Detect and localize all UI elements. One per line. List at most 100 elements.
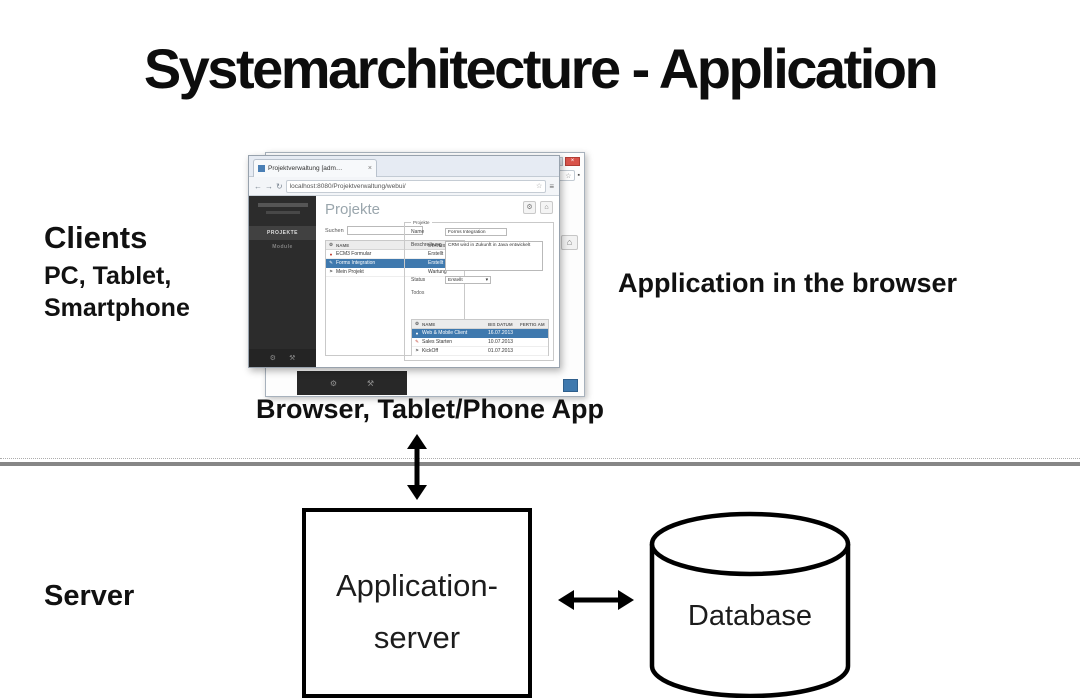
clients-devices-line1: PC, Tablet,	[44, 262, 172, 290]
browser-tablet-phone-label: Browser, Tablet/Phone App	[255, 394, 605, 424]
database-cylinder	[649, 511, 851, 698]
description-field[interactable]: CRM wird in Zukunft in Java entwickelt	[445, 241, 543, 271]
projekte-app: PROJEKTE Module ⚙ ⚒ Projekte ⚙ ⌂ Suchen	[249, 196, 559, 367]
pencil-icon: ✎	[329, 260, 333, 265]
cell-name: Sales Starten	[422, 339, 453, 345]
forward-icon[interactable]: →	[265, 181, 273, 191]
tab-strip: Projektverwaltung [adm… ×	[249, 156, 559, 177]
chevron-down-icon: ▾	[485, 277, 488, 283]
search-input[interactable]	[346, 226, 423, 235]
dot-icon: ●	[415, 330, 419, 336]
name-label: Name	[411, 229, 425, 235]
projects-table: ⚙ NAME STATUS ● ECM3 Formular Erstellt ✎…	[325, 240, 465, 356]
cell-name: Web & Mobile Client	[422, 330, 468, 336]
front-browser-window: Projektverwaltung [adm… × ← → ↻ localhos…	[248, 155, 560, 368]
address-input[interactable]: localhost:8080/Projektverwaltung/webui/ …	[285, 179, 547, 193]
vertical-double-arrow	[407, 434, 427, 500]
pencil-icon: ✎	[415, 339, 419, 344]
home-button[interactable]: ⌂	[540, 201, 553, 214]
column-bis-datum[interactable]: BIS DATUM	[488, 321, 513, 327]
cell-date: 16.07.2013	[488, 330, 514, 336]
clients-devices-line2: Smartphone	[44, 294, 190, 322]
browser-screenshot: — ▢ × ☆ ▪ ⌂ ⚙ ⚒ Projektverwaltu	[248, 152, 585, 398]
scrollbar-thumb[interactable]	[563, 379, 578, 392]
gear-icon[interactable]: ⚙	[414, 321, 420, 326]
sidebar-logo-placeholder	[265, 211, 300, 214]
status-label: Status	[411, 277, 426, 283]
cell-name: KickOff	[422, 348, 439, 354]
sidebar-logo-placeholder	[257, 203, 308, 207]
gear-icon[interactable]: ⚙	[269, 355, 276, 362]
todos-table: ⚙ NAME BIS DATUM FERTIG AM ● Web & Mobil…	[411, 319, 549, 356]
app-page-title: Projekte	[325, 201, 381, 218]
gear-icon[interactable]: ⚙	[328, 242, 334, 247]
todo-row[interactable]: ⚑ KickOff 01.07.2013	[412, 347, 548, 356]
client-server-divider	[0, 462, 1080, 466]
cell-name: ECM3 Formular	[336, 251, 372, 257]
url-text: localhost:8080/Projektverwaltung/webui/	[289, 182, 406, 190]
tab-title: Projektverwaltung [adm…	[268, 165, 343, 172]
table-row[interactable]: ● ECM3 Formular Erstellt	[326, 250, 464, 259]
table-row-selected[interactable]: ✎ Forms Integration Erstellt	[326, 259, 464, 268]
star-icon[interactable]: ☆	[565, 172, 572, 180]
tab-close-icon[interactable]: ×	[367, 165, 372, 172]
cell-date: 10.07.2013	[488, 339, 514, 345]
app-sidebar: PROJEKTE Module ⚙ ⚒	[249, 196, 316, 367]
back-icon[interactable]: ←	[254, 181, 262, 191]
zone-divider-dotted-line	[0, 458, 1080, 459]
settings-button[interactable]: ⚙	[523, 201, 536, 214]
application-server-box: Application- server	[302, 508, 532, 698]
gear-icon[interactable]: ⚙	[329, 378, 338, 388]
todo-row-selected[interactable]: ● Web & Mobile Client 16.07.2013	[412, 329, 548, 338]
column-fertig-am[interactable]: FERTIG AM	[520, 321, 545, 327]
description-label: Beschreibung	[411, 242, 442, 248]
sidebar-item-projekte[interactable]: PROJEKTE	[249, 226, 316, 240]
horizontal-double-arrow	[558, 590, 634, 610]
menu-icon[interactable]: ≡	[549, 181, 554, 191]
cell-name: Forms Integration	[336, 260, 376, 266]
cell-status: Erstellt	[428, 251, 444, 257]
name-field[interactable]: Forms Integration	[445, 228, 507, 236]
refresh-icon[interactable]: ↻	[276, 181, 283, 191]
column-name[interactable]: NAME	[422, 321, 436, 327]
table-row[interactable]: ⚑ Mein Projekt Wartung	[326, 268, 464, 277]
cell-name: Mein Projekt	[336, 269, 364, 275]
dot-icon: ●	[329, 251, 333, 257]
todos-table-header: ⚙ NAME BIS DATUM FERTIG AM	[412, 320, 548, 329]
star-icon[interactable]: ☆	[536, 183, 543, 190]
url-bar: ← → ↻ localhost:8080/Projektverwaltung/w…	[249, 177, 559, 196]
status-select[interactable]: Erstellt ▾	[445, 276, 491, 284]
app-main: Projekte ⚙ ⌂ Suchen ⚙ NAME STATUS	[316, 196, 559, 367]
column-status[interactable]: STATUS	[428, 242, 446, 248]
header-buttons: ⚙ ⌂	[523, 201, 553, 214]
application-in-browser-label: Application in the browser	[618, 268, 958, 298]
background-sidebar-footer: ⚙ ⚒	[297, 371, 407, 395]
page-title: Systemarchitecture - Application	[143, 37, 939, 100]
projects-table-header: ⚙ NAME STATUS	[326, 241, 464, 250]
sidebar-footer: ⚙ ⚒	[249, 349, 316, 367]
search-label: Suchen	[325, 227, 344, 234]
home-button[interactable]: ⌂	[561, 235, 578, 250]
clients-label: Clients	[44, 220, 148, 255]
browser-tab[interactable]: Projektverwaltung [adm… ×	[253, 159, 377, 177]
project-detail-panel: Projekte Name Forms Integration Beschrei…	[404, 220, 554, 361]
favicon	[258, 165, 265, 172]
close-button[interactable]: ×	[565, 157, 580, 166]
todo-row[interactable]: ✎ Sales Starten 10.07.2013	[412, 338, 548, 347]
status-value: Erstellt	[448, 277, 463, 283]
wrench-icon[interactable]: ⚒	[366, 378, 375, 388]
cell-date: 01.07.2013	[488, 348, 514, 354]
sidebar-item-module[interactable]: Module	[272, 244, 293, 250]
page-icon[interactable]: ▪	[577, 172, 580, 179]
wrench-icon[interactable]: ⚒	[289, 355, 296, 362]
application-server-line1: Application-	[336, 568, 498, 603]
cell-status: Wartung	[428, 269, 447, 275]
search-row: Suchen	[325, 226, 423, 235]
flag-icon: ⚑	[414, 348, 420, 353]
detail-legend: Projekte	[411, 220, 432, 225]
application-server-line2: server	[373, 620, 461, 655]
server-label: Server	[44, 580, 135, 612]
column-name[interactable]: NAME	[336, 242, 350, 248]
database-label: Database	[687, 600, 813, 632]
